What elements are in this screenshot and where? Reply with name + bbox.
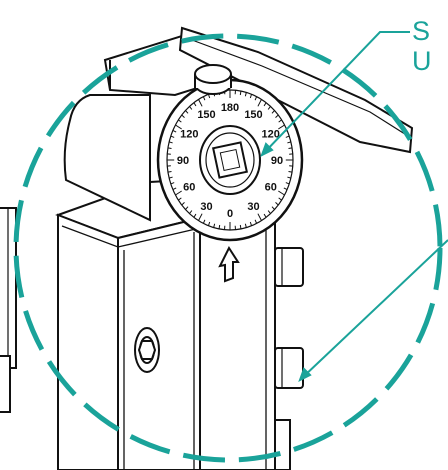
- dial-tick: [181, 202, 185, 206]
- dial-tick: [202, 96, 206, 101]
- dial-tick: [278, 190, 285, 196]
- dial-tick: [169, 176, 173, 179]
- up-arrow-icon: [218, 245, 240, 283]
- dial-label: 150: [244, 109, 262, 121]
- dial-label: 120: [262, 129, 280, 141]
- dial-tick: [167, 170, 172, 173]
- dial-hub: [194, 64, 232, 95]
- dial-tick: [278, 197, 282, 201]
- dial-tick: [283, 187, 288, 191]
- dial-tick: [263, 102, 267, 107]
- dial-tick: [239, 90, 242, 96]
- dial-tick: [198, 213, 203, 221]
- dial-tick: [287, 176, 291, 179]
- dial-tick: [267, 210, 271, 214]
- dial-tick: [278, 119, 282, 123]
- dial-tick: [193, 213, 197, 218]
- dial-label: 0: [227, 208, 233, 220]
- dial-tick: [185, 206, 189, 210]
- dial-label: 180: [221, 102, 239, 114]
- dial-tick: [189, 106, 193, 110]
- dial-label: 150: [197, 109, 215, 121]
- dial-tick: [285, 135, 290, 138]
- dial-tick: [178, 119, 182, 123]
- callout-text-line-2: U: [412, 46, 432, 76]
- dial-tick: [207, 221, 211, 226]
- left-label-box: [0, 355, 11, 413]
- dial-tick: [257, 213, 262, 221]
- callout-text-line-1: S: [412, 16, 431, 46]
- dial-ticks: [167, 90, 293, 230]
- dial-tick: [288, 170, 293, 173]
- dial-tick: [278, 124, 285, 130]
- dial-tick: [254, 96, 258, 101]
- dial-tick: [275, 202, 279, 206]
- roller-cylinder: [63, 94, 151, 222]
- left-side-panel: [0, 207, 17, 369]
- callout-leader-2: [298, 239, 448, 383]
- dial-tick: [239, 224, 242, 230]
- dial-tick: [271, 110, 275, 114]
- dial-tick: [254, 219, 258, 224]
- dial-tick: [288, 147, 293, 150]
- dial-label: 30: [247, 201, 259, 213]
- dial-tick: [178, 197, 182, 201]
- dial-tick: [198, 99, 203, 107]
- dial-tick: [189, 210, 193, 214]
- square-socket: [212, 141, 248, 179]
- callout-leader-1: [260, 31, 410, 158]
- dial-tick: [263, 213, 267, 218]
- dial-tick: [193, 102, 197, 107]
- dial-tick: [207, 94, 211, 99]
- dial-label: 90: [177, 155, 189, 167]
- right-boss-lower: [274, 347, 304, 389]
- dial-tick: [170, 135, 175, 138]
- dial-tick: [244, 92, 247, 97]
- dial-label: 30: [200, 201, 212, 213]
- dial-tick: [213, 223, 216, 228]
- dial-tick: [169, 141, 173, 144]
- right-boss-upper: [274, 247, 304, 287]
- dial-label: 120: [180, 129, 198, 141]
- dial-label: 60: [265, 182, 277, 194]
- lever-arm: [178, 26, 414, 154]
- dial-tick: [175, 124, 182, 130]
- dial-tick: [287, 141, 291, 144]
- dial-tick: [244, 223, 247, 228]
- dial-tick: [172, 129, 177, 133]
- dial-tick: [202, 219, 206, 224]
- right-bottom-part: [274, 419, 291, 470]
- dial-tick: [167, 147, 172, 150]
- dial-tick: [170, 182, 175, 185]
- dial-tick: [249, 221, 253, 226]
- dial-tick: [267, 106, 271, 110]
- dial-tick: [249, 94, 253, 99]
- dial-tick: [185, 110, 189, 114]
- dial-tick: [175, 190, 182, 196]
- dial-tick: [257, 99, 262, 107]
- dial-label: 60: [183, 182, 195, 194]
- dial-tick: [285, 182, 290, 185]
- dial-tick: [181, 114, 185, 118]
- hex-bolt-icon: [134, 327, 160, 373]
- dial-tick: [172, 187, 177, 191]
- dial-tick: [271, 206, 275, 210]
- dial-tick: [218, 224, 221, 230]
- dial-tick: [275, 114, 279, 118]
- dial-label: 90: [271, 155, 283, 167]
